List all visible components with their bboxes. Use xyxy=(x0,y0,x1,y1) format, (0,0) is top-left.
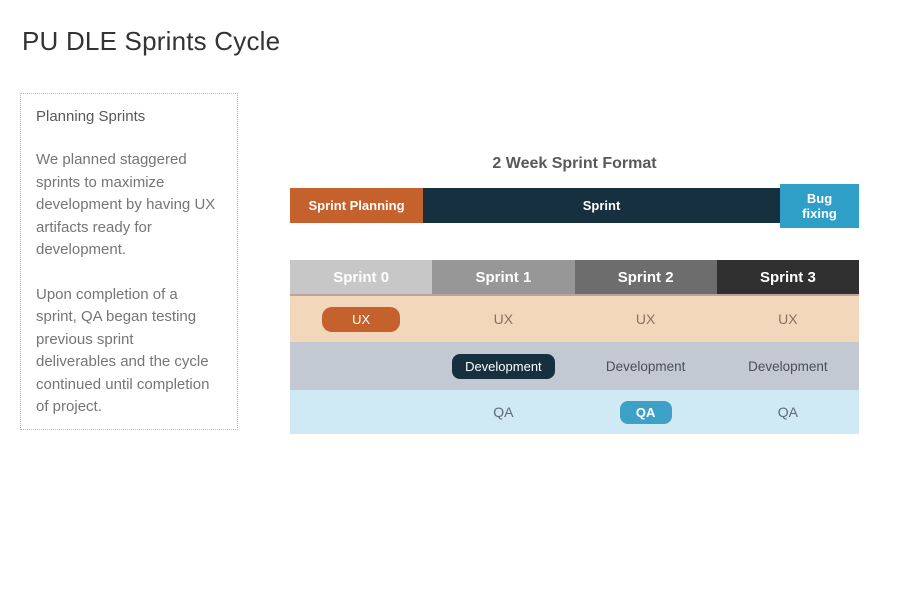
qa-pill: QA xyxy=(619,400,672,424)
cell-development-sprint-2: Development xyxy=(605,358,686,374)
sprint-matrix: Sprint 0 Sprint 1 Sprint 2 Sprint 3 UX U… xyxy=(290,260,859,434)
cell-qa-sprint-1: QA xyxy=(493,404,514,420)
note-paragraph: We planned staggered sprints to maximize… xyxy=(36,151,216,258)
cell-ux-sprint-1: UX xyxy=(493,311,514,327)
column-header-sprint-0: Sprint 0 xyxy=(290,260,433,294)
cell-development-sprint-1: Development xyxy=(432,342,574,390)
matrix-row-qa: QA QA QA xyxy=(290,390,859,434)
matrix-header-row: Sprint 0 Sprint 1 Sprint 2 Sprint 3 xyxy=(290,260,859,296)
timeline-segment-label: Bug fixing xyxy=(802,191,837,221)
cell-ux-sprint-2: UX xyxy=(635,311,656,327)
sprint-timeline: Sprint Planning Sprint Bug fixing xyxy=(290,184,859,228)
timeline-segment-sprint: Sprint xyxy=(423,188,780,223)
cell-qa-sprint-0 xyxy=(290,390,432,434)
ux-pill: UX xyxy=(322,306,401,332)
slide-title: PU DLE Sprints Cycle xyxy=(22,26,281,56)
column-header-sprint-3: Sprint 3 xyxy=(716,260,859,294)
planning-note-box: Planning Sprints We planned staggered sp… xyxy=(20,93,238,430)
chart-title: 2 Week Sprint Format xyxy=(492,155,657,172)
cell-development-sprint-3: Development xyxy=(748,358,828,374)
column-header-sprint-1: Sprint 1 xyxy=(432,260,575,294)
timeline-segment-sprint-planning: Sprint Planning xyxy=(290,188,423,223)
note-paragraph: Upon completion of a sprint, QA began te… xyxy=(36,285,210,416)
note-heading: Planning Sprints xyxy=(36,108,146,125)
matrix-row-ux: UX UX UX UX xyxy=(290,296,859,342)
cell-qa-sprint-3: QA xyxy=(777,404,798,420)
timeline-segment-label: Sprint xyxy=(582,198,621,213)
development-pill: Development xyxy=(452,353,555,379)
cell-ux-sprint-0: UX xyxy=(290,296,432,342)
column-header-sprint-2: Sprint 2 xyxy=(574,260,717,294)
matrix-row-development: Development Development Development xyxy=(290,342,859,390)
timeline-segment-label: Sprint Planning xyxy=(308,198,405,213)
cell-ux-sprint-3: UX xyxy=(778,311,798,327)
cell-qa-sprint-2: QA xyxy=(575,390,717,434)
timeline-segment-bug-fixing: Bug fixing xyxy=(780,184,859,228)
cell-development-sprint-0 xyxy=(290,342,432,390)
